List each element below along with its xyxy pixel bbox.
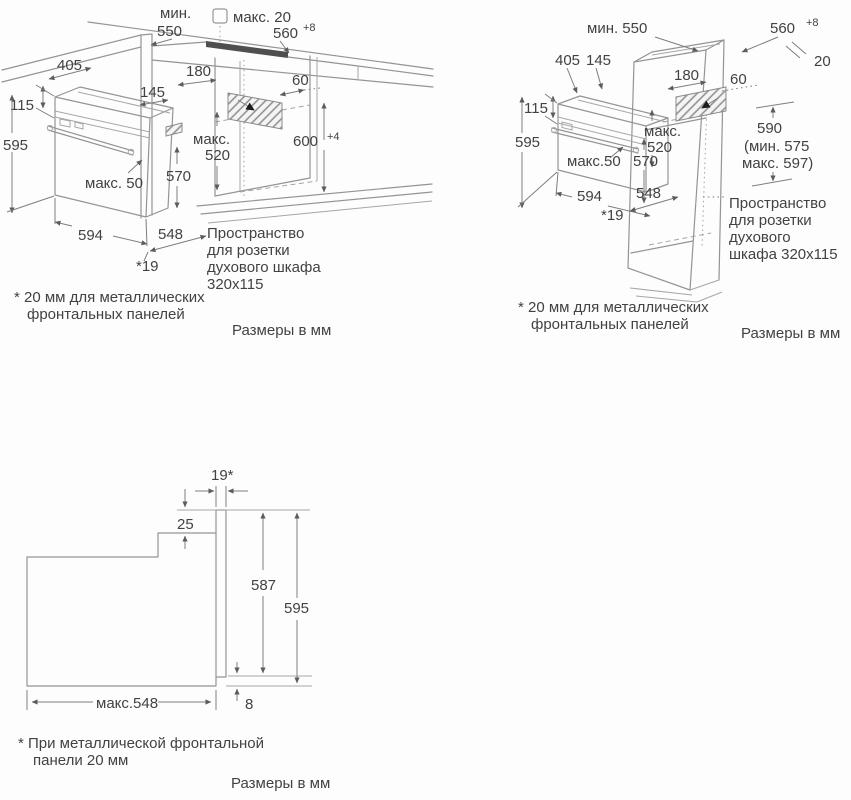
dim-595-label: 595 [515,134,540,151]
dim-560-label: 560 [770,20,795,37]
footnote-line: панели 20 мм [33,752,128,769]
dim-590-label: 590 [757,120,782,137]
door-handle [551,127,640,154]
dim-19-label: *19 [136,258,159,275]
dim-594-label: 594 [577,188,602,205]
socket-note-tall-cabinet: Пространство для розетки духового шкафа … [703,195,838,263]
dimensions-profile: 19* 25 587 595 8 макс.548 [26,467,309,713]
dim-20-label: 20 [814,53,831,70]
socket-note-undercounter: Пространство для розетки духового шкафа … [207,225,321,293]
dim-max520-l1: макс. [644,123,681,140]
dim-115-label: 115 [524,100,548,117]
dim-548-label: 548 [636,185,661,202]
socket-note-line: шкафа 320x115 [729,246,838,263]
dim-590-max-label: макс. 597) [742,155,813,172]
footnote-profile: * При металлической фронтальной панели 2… [18,735,330,792]
footnote-line: * При металлической фронтальной [18,735,264,752]
units-label: Размеры в мм [231,775,330,792]
dim-115-label: 115 [10,97,34,114]
dim-19-label: 19* [211,467,234,484]
dim-570-label: 570 [166,168,191,185]
socket-note-line: Пространство [729,195,826,212]
socket-note-line: 320x115 [207,276,263,293]
dim-594-label: 594 [78,227,103,244]
dim-590-min-label: (мин. 575 [744,138,809,155]
dim-180-label: 180 [674,67,699,84]
undercounter-diagram: мин. 550 макс. 20 560 +8 405 180 60 145 … [1,5,434,339]
dim-max520-l1: макс. [193,131,230,148]
control-knob-icon [74,121,84,130]
socket-note-line: духового шкафа [207,259,321,276]
units-label: Размеры в мм [741,325,840,342]
socket-note-line: для розетки [207,242,290,259]
dim-max548-label: макс.548 [96,695,158,712]
footnote-line: фронтальных панелей [27,306,185,323]
dim-min550-label: мин. 550 [587,20,647,37]
footnote-tall-cabinet: * 20 мм для металлических фронтальных па… [518,299,840,342]
footnote-undercounter: * 20 мм для металлических фронтальных па… [14,289,331,339]
socket-space-hatch [675,86,727,122]
dim-180-label: 180 [186,63,211,80]
dim-595-label: 595 [3,137,28,154]
dim-8-label: 8 [245,696,253,713]
control-knob-icon [561,121,573,131]
tall-cabinet-diagram: мин. 550 560 +8 405 145 20 180 60 115 59… [515,17,840,342]
dim-max50-label: макс. 50 [85,175,143,192]
dim-560-sup: +8 [303,22,316,34]
dim-145-label: 145 [586,52,611,69]
dim-19-label: *19 [601,207,624,224]
dim-max50-label: макс.50 [567,153,621,170]
dimensions-tall-cabinet: мин. 550 560 +8 405 145 20 180 60 115 59… [515,17,831,224]
dim-595-label: 595 [284,600,309,617]
profile-diagram: 19* 25 587 595 8 макс.548 * При металлич… [18,467,330,792]
socket-arrow-icon [237,99,255,111]
gap-square-icon [212,8,228,24]
dim-570-label: 570 [633,153,658,170]
socket-note-line: духового [729,229,791,246]
dim-max20-label: макс. 20 [233,9,291,26]
vent-grille-icon [165,122,183,137]
footnote-line: * 20 мм для металлических [518,299,709,316]
dim-550-label: 550 [157,23,182,40]
worktop-cutout-slot [206,41,288,58]
worktop [1,21,434,219]
dimensions-undercounter: мин. 550 макс. 20 560 +8 405 180 60 145 … [3,5,340,275]
dim-25-label: 25 [177,516,194,533]
socket-space-hatch [227,92,283,130]
dim-min-label: мин. [160,5,191,22]
dim-60-label: 60 [730,71,747,88]
dim-587-label: 587 [251,577,276,594]
dim-60-label: 60 [292,72,309,89]
dim-600-sup: +4 [327,131,340,143]
socket-note-line: Пространство [207,225,304,242]
socket-note-line: для розетки [729,212,812,229]
footnote-line: фронтальных панелей [531,316,689,333]
door-handle [46,124,135,156]
floor-lines [196,183,433,224]
dim-max520-l2: 520 [205,147,230,164]
dim-548-label: 548 [158,226,183,243]
dim-405-label: 405 [555,52,580,69]
niche [196,26,433,224]
footnote-line: * 20 мм для металлических [14,289,205,306]
socket-arrow-icon [701,97,719,109]
oven [46,86,183,218]
oven-profile-outline [26,509,312,687]
units-label: Размеры в мм [232,322,331,339]
control-knob-icon [59,118,71,128]
cabinet [627,39,807,303]
oven [551,95,669,193]
dim-600-label: 600 [293,133,318,150]
dim-560-label: 560 [273,25,298,42]
dim-max520-l2: 520 [647,139,672,156]
dim-560-sup: +8 [806,17,819,29]
dim-145-label: 145 [140,84,165,101]
